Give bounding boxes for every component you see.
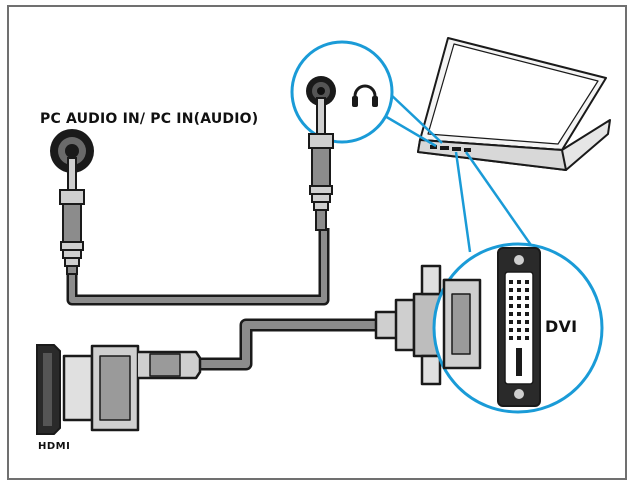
audio-cable xyxy=(66,228,330,306)
pc-audio-in-jack xyxy=(50,129,94,173)
audio-plug-left xyxy=(59,157,85,275)
dvi-port xyxy=(497,247,541,407)
hdmi-cable xyxy=(200,318,380,371)
audio-plug-top xyxy=(308,97,334,231)
laptop xyxy=(417,37,611,171)
hdmi-connector xyxy=(62,344,202,432)
callout-lines xyxy=(377,91,542,259)
hdmi-port xyxy=(36,344,61,435)
headphone-jack xyxy=(306,76,336,106)
pc-audio-in-label: PC AUDIO IN/ PC IN(AUDIO) xyxy=(40,111,259,127)
headphone-icon xyxy=(352,84,378,107)
dvi-connector-inner xyxy=(442,278,482,370)
dvi-label: DVI xyxy=(545,317,578,336)
hdmi-label: HDMI xyxy=(38,441,71,452)
